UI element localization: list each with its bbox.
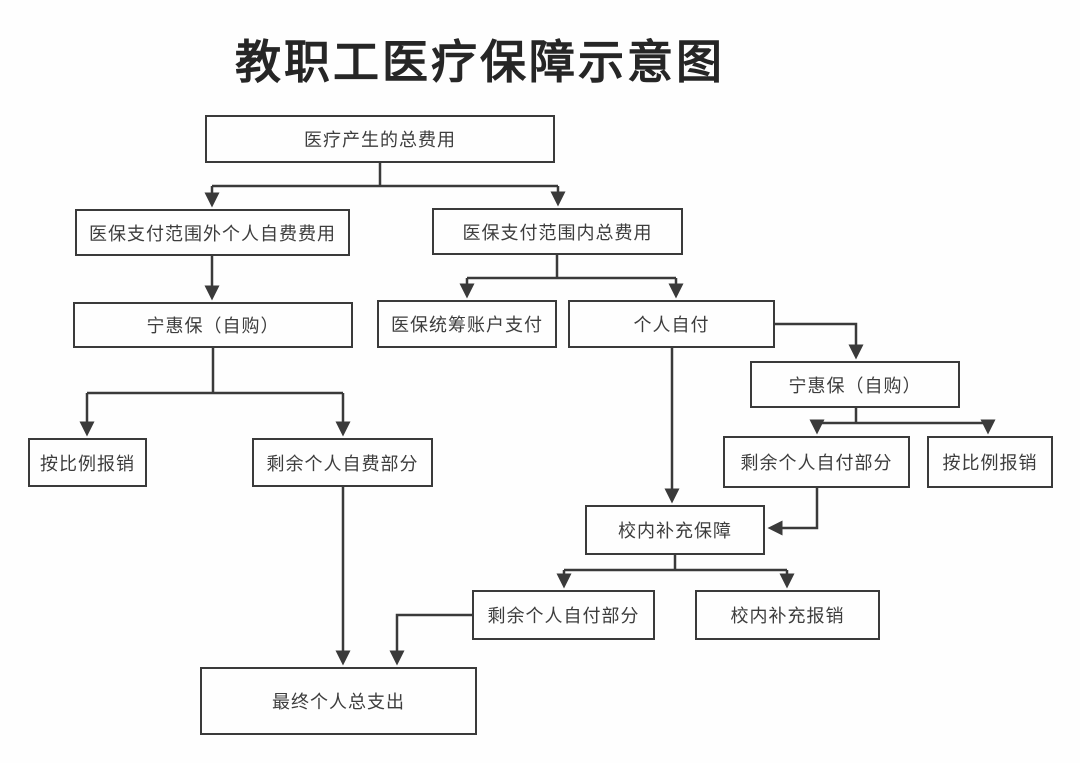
node-proportional-reimburse-right: 按比例报销 (927, 436, 1053, 488)
connector-remaining-pay-top-to-campus (767, 488, 819, 536)
node-total-medical-cost: 医疗产生的总费用 (205, 115, 555, 163)
node-remaining-self-pay-lower: 剩余个人自付部分 (472, 590, 655, 640)
node-pooled-account-payment: 医保统筹账户支付 (377, 300, 557, 348)
diagram-title: 教职工医疗保障示意图 (235, 36, 725, 88)
connector-ninghuibao-left-split-bar (87, 348, 343, 395)
node-proportional-reimburse-left: 按比例报销 (28, 438, 147, 487)
node-final-personal-total-spend: 最终个人总支出 (200, 667, 477, 735)
connector-in-scope-split-bar (467, 255, 676, 280)
node-ninghuibao-left: 宁惠保（自购） (73, 302, 353, 348)
connector-campus-split-bar (564, 555, 787, 572)
node-remaining-self-pay-upper: 剩余个人自付部分 (723, 436, 910, 488)
node-remaining-self-funded: 剩余个人自费部分 (252, 438, 433, 487)
node-in-scope-total-cost: 医保支付范围内总费用 (432, 208, 683, 255)
node-out-of-scope-self-funded-cost: 医保支付范围外个人自费费用 (75, 209, 350, 256)
connector-self-pay-to-ninghuibao-right (775, 322, 864, 360)
node-campus-supplementary-insurance: 校内补充保障 (585, 505, 765, 555)
node-personal-self-pay: 个人自付 (568, 300, 775, 348)
connector-remaining-pay-bottom-to-final (389, 613, 472, 666)
node-ninghuibao-right: 宁惠保（自购） (750, 361, 960, 408)
connector-ninghuibao-right-split-bar (817, 408, 988, 425)
node-campus-supplementary-reimburse: 校内补充报销 (695, 590, 880, 640)
connector-total-split-bar (212, 163, 558, 188)
